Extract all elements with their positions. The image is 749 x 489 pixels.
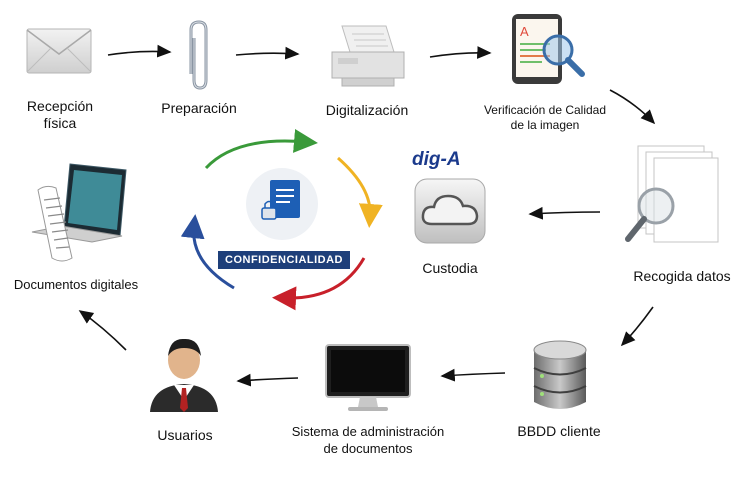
document-stack-icon <box>618 142 722 246</box>
arrow-reception-to-preparation <box>107 44 172 58</box>
preparation-label: Preparación <box>161 100 237 116</box>
arrow-quality-to-collection <box>609 89 656 125</box>
user-icon <box>146 328 222 412</box>
arrow-digitization-to-quality <box>429 46 492 59</box>
quality-check-icon: A <box>506 10 590 86</box>
cloud-icon <box>414 178 486 244</box>
laptop-documents-icon <box>22 160 132 268</box>
svg-text:A: A <box>520 24 529 39</box>
arrow-collection-to-db <box>620 306 654 347</box>
digital-documents-label: Documentos digitales <box>13 277 139 292</box>
digitization-label: Digitalización <box>325 102 409 118</box>
arrow-users-to-docs <box>78 310 127 351</box>
paperclip-icon <box>184 18 214 92</box>
arrow-dms-to-users <box>236 373 299 387</box>
confidentiality-cycle <box>176 128 386 318</box>
scanner-icon <box>328 22 408 88</box>
brand-logo: dig-A <box>412 149 461 170</box>
arrow-preparation-to-digitization <box>235 46 300 60</box>
arrow-db-to-dms <box>440 368 506 382</box>
custody-label: Custodia <box>422 260 478 276</box>
monitor-icon <box>322 343 414 415</box>
client-db-label: BBDD cliente <box>517 423 601 439</box>
arrow-collection-to-custody <box>528 206 601 220</box>
envelope-icon <box>26 28 92 74</box>
users-label: Usuarios <box>157 427 213 443</box>
database-icon <box>530 336 590 418</box>
data-collection-label: Recogida datos <box>633 268 731 284</box>
confidentiality-badge: CONFIDENCIALIDAD <box>218 251 350 269</box>
